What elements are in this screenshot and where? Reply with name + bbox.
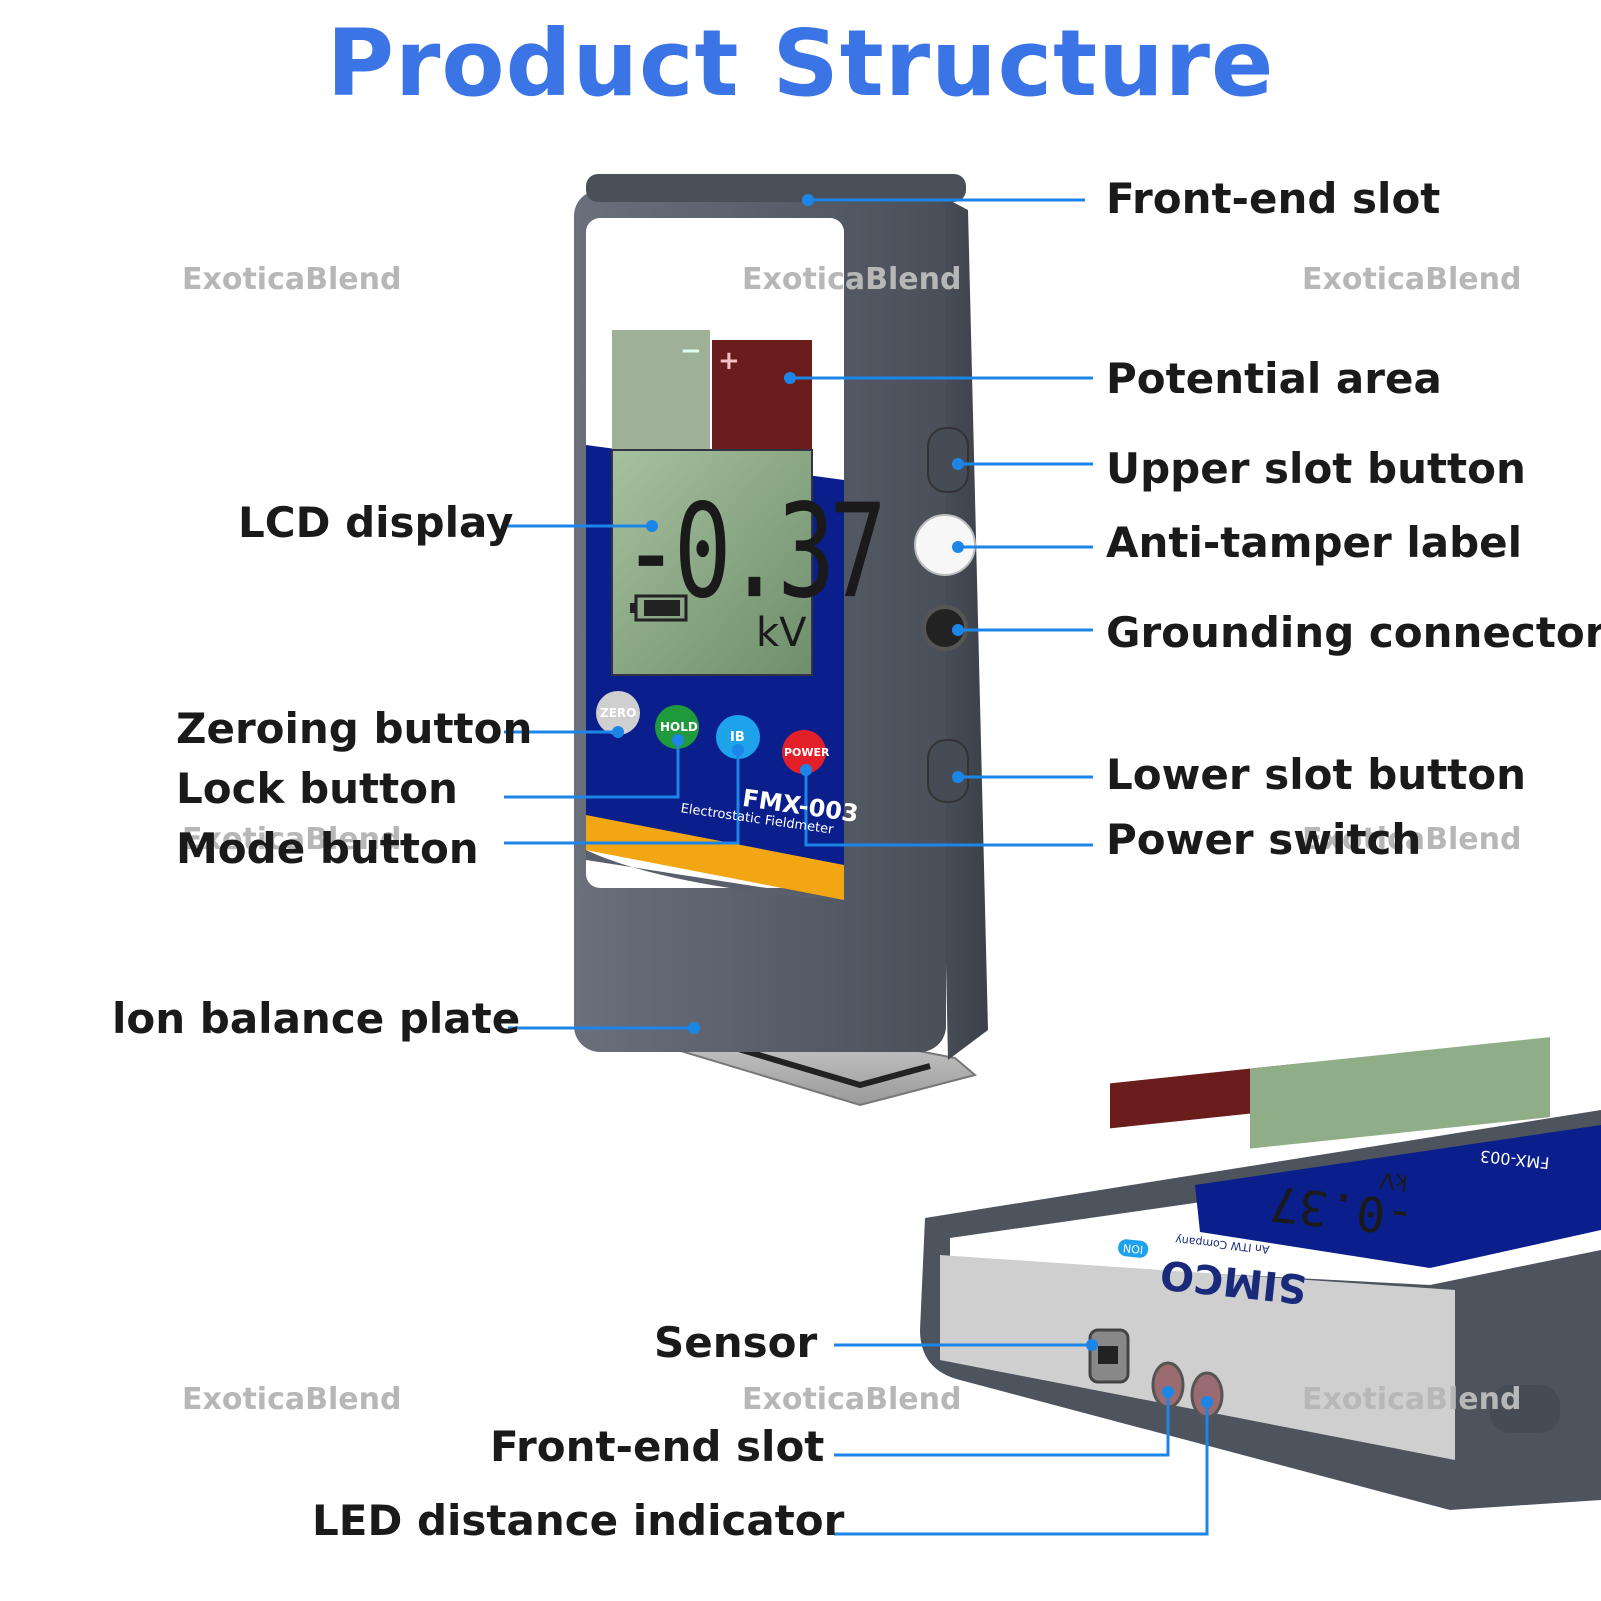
potential-minus-sign: − [680,336,702,366]
watermark: ExoticaBlend [1302,262,1522,297]
potential-negative [612,330,710,450]
leader-led-distance-indicator-dot [1201,1396,1213,1408]
watermark: ExoticaBlend [1302,1382,1522,1417]
front-end-slot-top-mark [586,174,966,202]
leader-lcd-display-dot [646,520,658,532]
upright-device [574,174,988,1107]
ib-button[interactable] [716,715,760,759]
power-button[interactable] [782,730,826,774]
leader-upper-slot-button-dot [952,458,964,470]
leader-led-distance-indicator [834,1402,1209,1536]
lying-front-face [940,1255,1455,1460]
leader-zeroing-button-dot [612,726,624,738]
label-sensor: Sensor [654,1318,818,1367]
leader-sensor-dot [1086,1339,1098,1351]
leader-potential-area-dot [784,372,796,384]
leader-lock-button-dot [672,734,684,746]
zero-button[interactable] [596,691,640,735]
lying-unit: kV [1378,1166,1410,1195]
leader-power-switch-dot [800,764,812,776]
leader-front-end-slot-bottom-dot [1162,1386,1174,1398]
potential-plus-sign: + [718,346,740,376]
label-grounding-connector: Grounding connector [1106,608,1601,657]
watermark: ExoticaBlend [742,1382,962,1417]
leader-front-end-slot-top-dot [802,194,814,206]
leader-ion-balance-plate-dot [688,1022,700,1034]
watermark: ExoticaBlend [182,1382,402,1417]
ib-button-label: IB [730,730,745,745]
watermark: ExoticaBlend [182,822,402,857]
lower-slot-button[interactable] [927,739,969,803]
leader-lock-button [504,740,680,799]
hold-button-label: HOLD [660,720,698,734]
label-zeroing-button: Zeroing button [176,704,533,753]
page-title: Product Structure [326,10,1275,117]
leader-lower-slot-button-dot [952,771,964,783]
leader-mode-button [504,750,740,845]
leader-grounding-connector-dot [952,624,964,636]
lying-device [920,1037,1601,1510]
label-upper-slot-button: Upper slot button [1106,444,1526,493]
label-front-end-slot-bottom: Front-end slot [490,1422,825,1471]
label-ion-balance-plate: lon balance plate [112,994,521,1043]
upper-slot-button[interactable] [927,427,969,493]
watermark: ExoticaBlend [182,262,402,297]
leader-anti-tamper-label-dot [952,541,964,553]
watermark: ExoticaBlend [742,262,962,297]
lcd-readout: -0.37 [622,476,887,628]
leader-power-switch [804,770,1093,847]
label-led-distance-indicator: LED distance indicator [312,1496,845,1545]
lying-on-badge: ION [1117,1238,1149,1259]
watermark: ExoticaBlend [1302,822,1522,857]
lcd-unit: kV [756,610,807,656]
label-lock-button: Lock button [176,764,458,813]
leader-front-end-slot-bottom [834,1392,1170,1457]
leader-mode-button-dot [732,744,744,756]
label-anti-tamper-label: Anti-tamper label [1106,518,1523,567]
label-front-end-slot-top: Front-end slot [1106,174,1441,223]
label-lcd-display: LCD display [238,498,514,547]
lying-lcd [1250,1037,1550,1149]
label-potential-area: Potential area [1106,354,1442,403]
label-lower-slot-button: Lower slot button [1106,750,1527,799]
label-mode-button: Mode button [176,824,479,873]
hold-button[interactable] [655,705,699,749]
lcd-display [611,449,813,676]
anti-tamper-label [914,514,976,576]
power-button-label: POWER [784,746,830,759]
lying-side-button[interactable] [1490,1385,1560,1433]
zero-button-label: ZERO [600,706,637,720]
leader-lines [504,194,1213,1536]
potential-area [712,340,812,456]
label-power-switch: Power switch [1106,815,1422,864]
grounding-connector[interactable] [922,605,968,651]
